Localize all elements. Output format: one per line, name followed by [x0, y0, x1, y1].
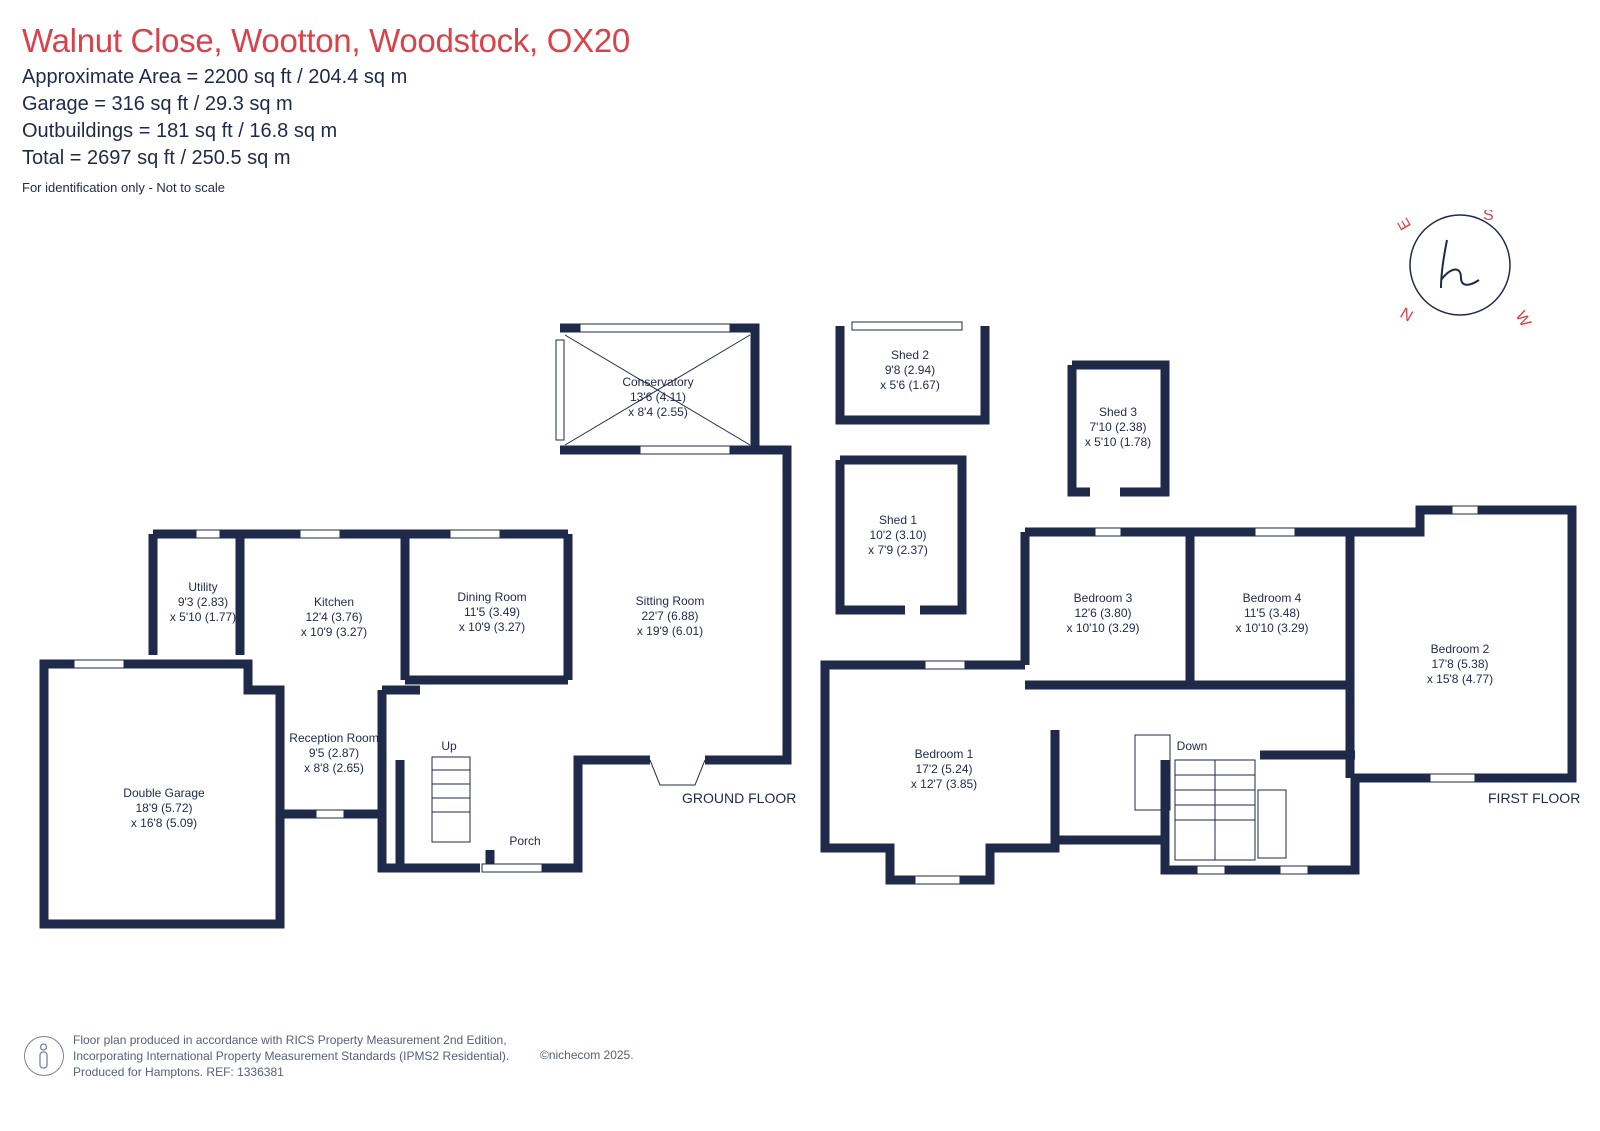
room-name: Bedroom 1	[914, 747, 974, 761]
room-name: Dining Room	[457, 590, 527, 604]
room-dims: x 10'10 (3.29)	[1235, 621, 1309, 635]
room-dims: 22'7 (6.88)	[641, 609, 699, 623]
room-dims: 13'6 (4.11)	[629, 390, 687, 404]
room-bedroom-3: Bedroom 3 12'6 (3.80) x 10'10 (3.29)	[1066, 591, 1139, 636]
room-reception: Reception Room 9'5 (2.87) x 8'8 (2.65)	[289, 731, 378, 776]
room-kitchen: Kitchen 12'4 (3.76) x 10'9 (3.27)	[301, 595, 367, 640]
stairs	[431, 734, 1287, 861]
room-sitting: Sitting Room 22'7 (6.88) x 19'9 (6.01)	[636, 594, 705, 639]
room-name: Utility	[188, 580, 218, 594]
room-dims: 12'6 (3.80)	[1074, 606, 1132, 620]
room-dims: 7'10 (2.38)	[1089, 420, 1147, 434]
copyright: ©nichecom 2025.	[540, 1048, 634, 1062]
room-bedroom-4: Bedroom 4 11'5 (3.48) x 10'10 (3.29)	[1235, 591, 1308, 636]
room-utility: Utility 9'3 (2.83) x 5'10 (1.77)	[170, 580, 236, 625]
room-name: Reception Room	[289, 731, 379, 745]
room-porch: Porch	[509, 834, 540, 849]
room-dims: x 7'9 (2.37)	[868, 543, 928, 557]
room-dims: x 8'8 (2.65)	[304, 761, 364, 775]
room-dims: 12'4 (3.76)	[305, 610, 363, 624]
room-conservatory: Conservatory 13'6 (4.11) x 8'4 (2.55)	[622, 375, 693, 420]
room-dims: x 8'4 (2.55)	[628, 405, 688, 419]
room-name: Shed 2	[890, 348, 930, 362]
compass-n: N	[1398, 303, 1417, 324]
compass-w: W	[1512, 309, 1535, 331]
bedroom-partitions	[1025, 532, 1355, 848]
room-garage: Double Garage 18'9 (5.72) x 16'8 (5.09)	[123, 786, 204, 831]
room-dims: 9'3 (2.83)	[177, 595, 229, 609]
compass-e: E	[1395, 215, 1415, 233]
room-dims: x 19'9 (6.01)	[636, 624, 704, 638]
room-dims: x 16'8 (5.09)	[130, 816, 198, 830]
room-name: Double Garage	[123, 786, 205, 800]
ground-floor-label: GROUND FLOOR	[682, 790, 797, 806]
room-shed1: Shed 1 10'2 (3.10) x 7'9 (2.37)	[868, 513, 928, 558]
hall-walls	[382, 685, 495, 868]
room-dims: x 15'8 (4.77)	[1426, 672, 1494, 686]
room-name: Shed 1	[878, 513, 918, 527]
approx-area: Approximate Area = 2200 sq ft / 204.4 sq…	[22, 66, 408, 88]
room-bedroom-2: Bedroom 2 17'8 (5.38) x 15'8 (4.77)	[1427, 642, 1493, 687]
room-dims: x 12'7 (3.85)	[910, 777, 978, 791]
room-dims: 11'5 (3.48)	[1243, 606, 1301, 620]
room-name: Sitting Room	[635, 594, 705, 608]
shed3-walls	[1067, 360, 1170, 497]
room-dims: 17'8 (5.38)	[1431, 657, 1489, 671]
first-floor-label: FIRST FLOOR	[1488, 790, 1581, 806]
footer-line-3: Produced for Hamptons. REF: 1336381	[73, 1065, 284, 1079]
room-name: Bedroom 2	[1430, 642, 1490, 656]
room-dims: x 5'6 (1.67)	[880, 378, 940, 392]
room-shed3: Shed 3 7'10 (2.38) x 5'10 (1.78)	[1085, 405, 1151, 450]
room-dims: 9'5 (2.87)	[308, 746, 360, 760]
compass-logo-icon: S W N E	[1395, 207, 1545, 335]
footer-line-2: Incorporating International Property Mea…	[73, 1049, 510, 1063]
first-floor-outer-walls	[820, 505, 1577, 885]
room-dims: 17'2 (5.24)	[915, 762, 973, 776]
room-dims: 9'8 (2.94)	[884, 363, 936, 377]
footer-text: Floor plan produced in accordance with R…	[73, 1032, 509, 1080]
room-name: Kitchen	[313, 595, 355, 609]
room-shed2: Shed 2 9'8 (2.94) x 5'6 (1.67)	[880, 348, 940, 393]
room-dining: Dining Room 11'5 (3.49) x 10'9 (3.27)	[457, 590, 526, 635]
garage-area: Garage = 316 sq ft / 29.3 sq m	[22, 93, 293, 115]
outbuildings-area: Outbuildings = 181 sq ft / 16.8 sq m	[22, 120, 338, 142]
room-dims: x 5'10 (1.77)	[169, 610, 237, 624]
room-dims: x 10'9 (3.27)	[300, 625, 368, 639]
room-name: Bedroom 4	[1242, 591, 1302, 605]
shed1-walls	[835, 455, 967, 615]
room-dims: 11'5 (3.49)	[463, 605, 521, 619]
plan-title: Walnut Close, Wootton, Woodstock, OX20	[22, 22, 630, 59]
compass-s: S	[1483, 210, 1494, 224]
room-bedroom-1: Bedroom 1 17'2 (5.24) x 12'7 (3.85)	[911, 747, 977, 792]
room-name: Porch	[509, 834, 541, 848]
room-dims: 10'2 (3.10)	[869, 528, 927, 542]
room-dims: 18'9 (5.72)	[135, 801, 193, 815]
room-name: Bedroom 3	[1073, 591, 1133, 605]
shed2-walls	[835, 326, 990, 425]
room-name: Shed 3	[1098, 405, 1138, 419]
kitchen-reception-walls	[275, 690, 480, 873]
scale-note: For identification only - Not to scale	[22, 180, 226, 195]
total-area: Total = 2697 sq ft / 250.5 sq m	[22, 147, 291, 169]
stairs-down-label: Down	[1176, 739, 1208, 753]
utility-walls	[148, 529, 405, 655]
footer-line-1: Floor plan produced in accordance with R…	[73, 1033, 507, 1047]
room-dims: x 10'10 (3.29)	[1066, 621, 1140, 635]
room-dims: x 5'10 (1.78)	[1084, 435, 1152, 449]
stairs-up-label: Up	[441, 739, 457, 753]
room-name: Conservatory	[622, 375, 694, 389]
room-dims: x 10'9 (3.27)	[458, 620, 526, 634]
info-person-icon	[24, 1036, 64, 1076]
